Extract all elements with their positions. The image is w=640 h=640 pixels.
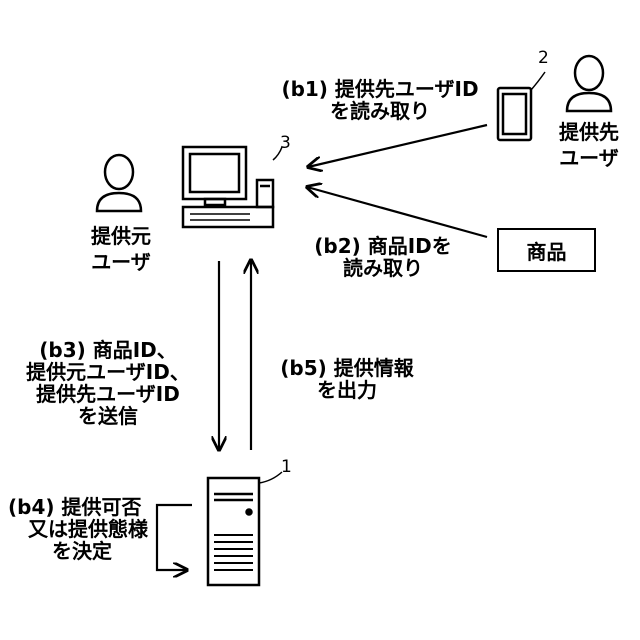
step-b4-label: (b4) 提供可否 又は提供態様 を決定 (8, 496, 148, 562)
step-b3-line: を送信 (10, 405, 206, 427)
step-b4-line: 又は提供態様 (8, 518, 148, 540)
server-reference-number: 1 (281, 456, 292, 478)
terminal-reference-number: 2 (538, 47, 549, 69)
recipient-user-icon (567, 56, 611, 111)
recipient-user-label: 提供先 ユーザ (546, 121, 632, 169)
step-b1-label: (b1) 提供先ユーザID を読み取り (272, 78, 488, 122)
step-b3-line: 提供先ユーザID (10, 383, 206, 405)
product-box-label: 商品 (527, 236, 567, 265)
product-box: 商品 (497, 228, 596, 272)
step-b5-line: (b5) 提供情報 (269, 357, 425, 379)
step-b5-line: を出力 (269, 379, 425, 401)
provider-label-line: 提供元 (76, 225, 166, 247)
arrow-b2 (307, 187, 487, 237)
smartphone-icon (498, 88, 531, 140)
step-b2-line: (b2) 商品IDを (305, 235, 461, 257)
step-b3-line: (b3) 商品ID、 (10, 339, 206, 361)
step-b2-label: (b2) 商品IDを 読み取り (305, 235, 461, 279)
step-b2-line: 読み取り (305, 257, 461, 279)
recipient-label-line: ユーザ (546, 147, 632, 169)
pos-reference-number: 3 (280, 132, 291, 154)
step-b1-line: (b1) 提供先ユーザID (272, 78, 488, 100)
provider-user-icon (97, 155, 141, 211)
step-b1-line: を読み取り (272, 100, 488, 122)
step-b5-label: (b5) 提供情報 を出力 (269, 357, 425, 401)
step-b4-line: を決定 (8, 540, 148, 562)
server-reference-leader (259, 472, 282, 483)
arrow-b4 (157, 505, 192, 570)
step-b3-label: (b3) 商品ID、 提供元ユーザID、 提供先ユーザID を送信 (10, 339, 206, 427)
pos-terminal-icon (183, 147, 273, 227)
provider-label-line: ユーザ (76, 251, 166, 273)
recipient-label-line: 提供先 (546, 121, 632, 143)
server-icon (208, 478, 259, 585)
arrow-b1 (308, 125, 487, 167)
provider-user-label: 提供元 ユーザ (76, 225, 166, 273)
terminal-reference-leader (531, 72, 545, 90)
step-b3-line: 提供元ユーザID、 (10, 361, 206, 383)
step-b4-line: (b4) 提供可否 (8, 496, 148, 518)
